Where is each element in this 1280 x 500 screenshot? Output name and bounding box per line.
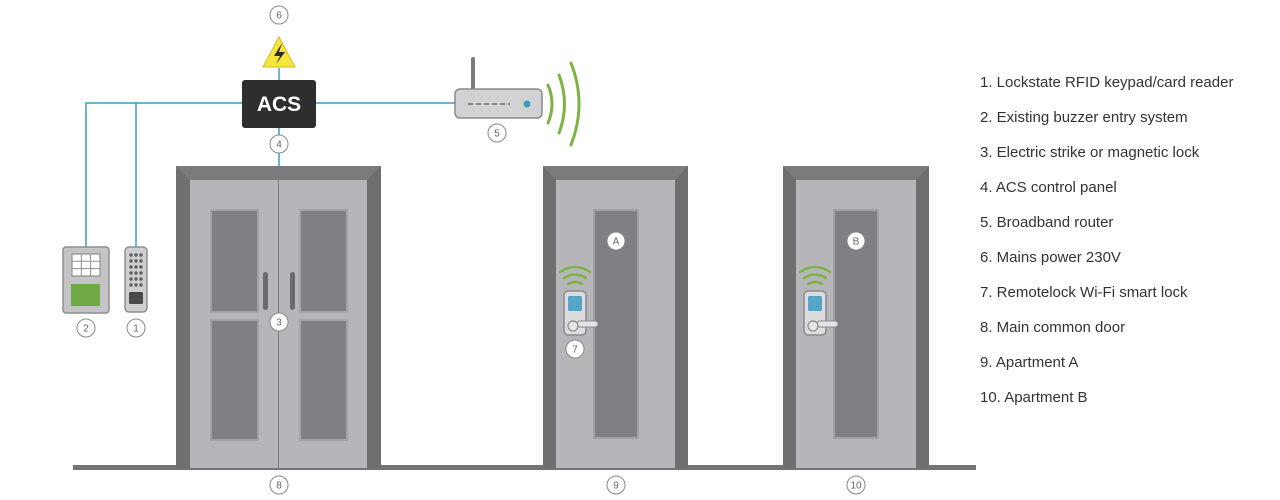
smart-lock-b (798, 265, 839, 336)
marker-8: 8 (269, 475, 289, 495)
wifi-signal-icon (546, 61, 581, 147)
door-window (210, 319, 259, 441)
wire-bus (85, 102, 242, 248)
legend-item: 2. Existing buzzer entry system (980, 109, 1188, 126)
svg-text:3: 3 (276, 318, 282, 329)
smart-lock-a (558, 265, 599, 336)
frame-bevel-right (675, 166, 688, 468)
router-icon (454, 57, 543, 119)
legend-item: 9. Apartment A (980, 354, 1079, 371)
marker-door-b: B (846, 231, 866, 251)
buzzer-panel-icon (62, 246, 110, 314)
marker-5: 5 (487, 123, 507, 143)
marker-7: 7 (565, 339, 585, 359)
high-voltage-warning-icon (262, 35, 296, 68)
marker-2: 2 (76, 318, 96, 338)
marker-1: 1 (126, 318, 146, 338)
frame-bevel-left (783, 166, 796, 468)
svg-text:5: 5 (494, 129, 500, 140)
door-handle (290, 272, 295, 310)
legend-item: 10. Apartment B (980, 389, 1088, 406)
svg-text:7: 7 (572, 345, 578, 356)
marker-door-a: A (606, 231, 626, 251)
door-window (299, 319, 348, 441)
marker-9: 9 (606, 475, 626, 495)
door-window (210, 209, 259, 313)
svg-text:A: A (613, 237, 620, 248)
marker-10: 10 (846, 475, 866, 495)
legend-item: 1. Lockstate RFID keypad/card reader (980, 74, 1234, 91)
wifi-signal-icon (558, 265, 592, 286)
acs-label: ACS (257, 93, 301, 116)
wifi-signal-icon (798, 265, 832, 286)
smart-lock-icon (803, 290, 839, 336)
door-handle (263, 272, 268, 310)
svg-text:6: 6 (276, 11, 282, 22)
main-common-door (176, 166, 381, 468)
legend-item: 6. Mains power 230V (980, 249, 1121, 266)
frame-bevel-left (176, 166, 190, 468)
frame-bevel-right (916, 166, 929, 468)
apartment-b-door (783, 166, 929, 468)
legend-item: 7. Remotelock Wi-Fi smart lock (980, 284, 1188, 301)
door-window (299, 209, 348, 313)
svg-text:2: 2 (83, 324, 89, 335)
legend-item: 4. ACS control panel (980, 179, 1117, 196)
acs-control-panel: ACS (242, 80, 316, 128)
floor-line (73, 465, 976, 470)
svg-text:4: 4 (276, 140, 282, 151)
svg-text:10: 10 (850, 481, 862, 492)
keypad-icon (124, 246, 148, 313)
svg-text:9: 9 (613, 481, 619, 492)
frame-bevel-right (367, 166, 381, 468)
number-markers: 6 4 5 3 2 1 7 A (76, 5, 866, 495)
marker-3: 3 (269, 312, 289, 332)
legend-item: 3. Electric strike or magnetic lock (980, 144, 1200, 161)
smart-lock-icon (563, 290, 599, 336)
legend: 1. Lockstate RFID keypad/card reader 2. … (980, 73, 1233, 423)
svg-text:1: 1 (133, 324, 139, 335)
legend-item: 8. Main common door (980, 319, 1126, 336)
frame-bevel-left (543, 166, 556, 468)
legend-item: 5. Broadband router (980, 214, 1114, 231)
svg-text:B: B (853, 237, 860, 248)
svg-text:8: 8 (276, 481, 282, 492)
marker-6: 6 (269, 5, 289, 25)
marker-4: 4 (269, 134, 289, 154)
